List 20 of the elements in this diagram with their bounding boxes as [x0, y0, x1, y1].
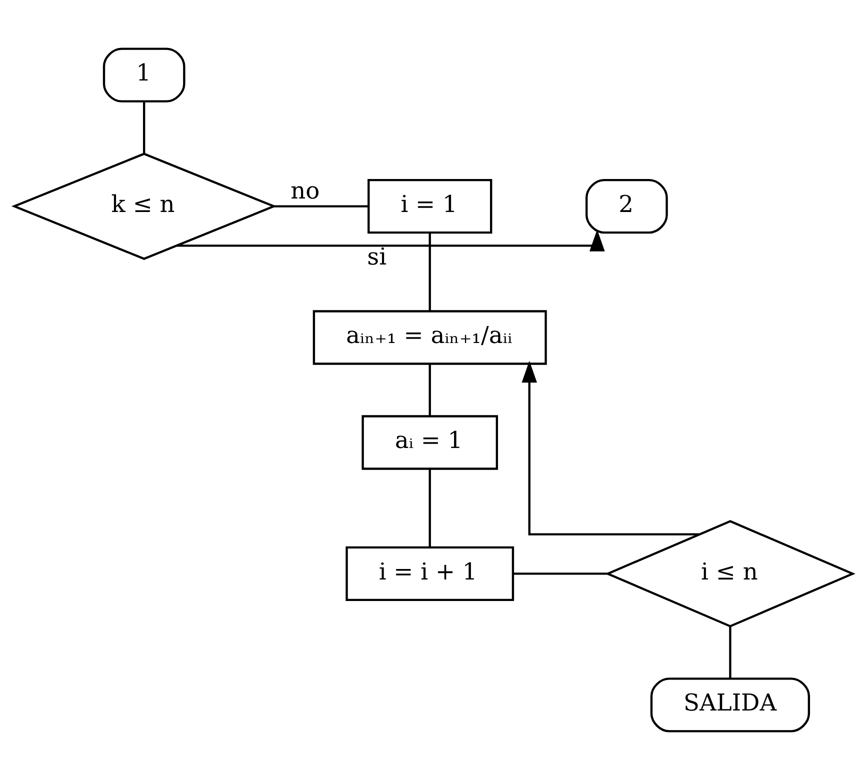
arrow — [176, 228, 605, 251]
node-box: SALIDA — [650, 677, 810, 732]
node-box: i = i + 1 — [346, 546, 514, 601]
connector — [428, 468, 431, 547]
edge-label: no — [290, 177, 320, 204]
node-box: aᵢₙ₊₁ = aᵢₙ₊₁/aᵢᵢ — [312, 310, 547, 364]
connector — [428, 232, 431, 310]
node-diamond: i ≤ n — [604, 520, 856, 627]
node-box: 2 — [586, 178, 668, 234]
arrow — [522, 360, 700, 535]
node-box: 1 — [102, 47, 186, 102]
connector — [428, 364, 431, 416]
connector — [729, 626, 732, 678]
node-box: i = 1 — [368, 178, 492, 234]
connector — [143, 101, 146, 154]
node-box: aᵢ = 1 — [362, 414, 498, 470]
edge-label: si — [367, 242, 387, 270]
connector — [513, 572, 608, 574]
node-diamond: k ≤ n — [11, 152, 277, 260]
connector — [274, 204, 368, 207]
